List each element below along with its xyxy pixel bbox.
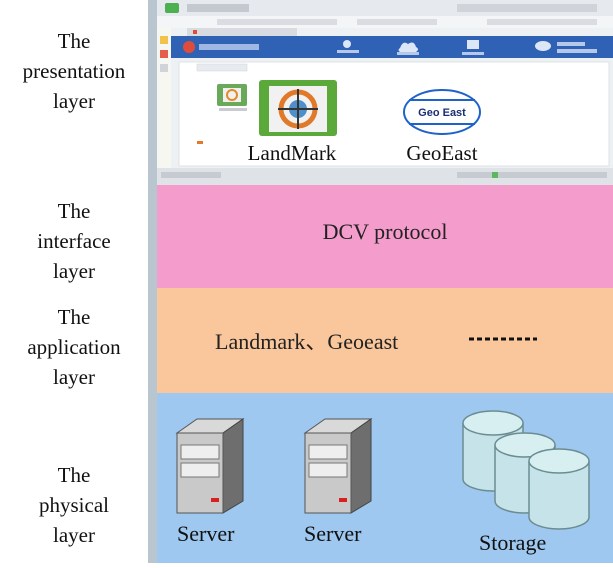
landmark-caption: LandMark (248, 141, 337, 165)
server-caption-1: Server (177, 521, 235, 546)
user-avatar-icon[interactable] (535, 41, 551, 51)
server-icon (303, 418, 373, 514)
physical-devices (175, 410, 590, 530)
browser-window: Geo East LandMark GeoEast (157, 0, 613, 185)
favorites-icon[interactable] (160, 36, 168, 44)
server-caption-2: Server (304, 521, 362, 546)
application-layer-label: The application layer (27, 305, 121, 389)
presentation-layer-label: The presentation layer (22, 29, 126, 113)
cloud-icon[interactable] (398, 42, 419, 52)
physical-layer-label: The physical layer (39, 463, 109, 547)
browser-screenshot: Geo East LandMark GeoEast (157, 0, 613, 185)
portal-header (171, 36, 613, 58)
server-icon (175, 418, 245, 514)
dcv-protocol-text: DCV protocol (322, 219, 448, 244)
browser-tab[interactable] (187, 28, 297, 36)
nav-icon-3[interactable] (467, 40, 479, 49)
portal-logo-icon (183, 41, 195, 53)
storage-caption: Storage (479, 530, 547, 555)
physical-band: Server Server Storage (157, 393, 613, 563)
geoeast-caption: GeoEast (406, 141, 477, 165)
applications-text: Landmark、Geoeast (215, 329, 399, 354)
bookmark-icon[interactable] (160, 50, 168, 58)
vertical-divider (148, 0, 157, 563)
content-panel (178, 61, 610, 167)
interface-band: DCV protocol (157, 185, 613, 288)
interface-layer-label: The interface layer (37, 199, 111, 283)
geoeast-logo-text: Geo East (418, 107, 466, 119)
ellipsis-dashes (469, 337, 537, 341)
application-band: Landmark、Geoeast (157, 288, 613, 393)
storage-icon (462, 410, 590, 530)
nav-icon-1[interactable] (343, 40, 351, 48)
browser-logo-icon (165, 3, 179, 13)
